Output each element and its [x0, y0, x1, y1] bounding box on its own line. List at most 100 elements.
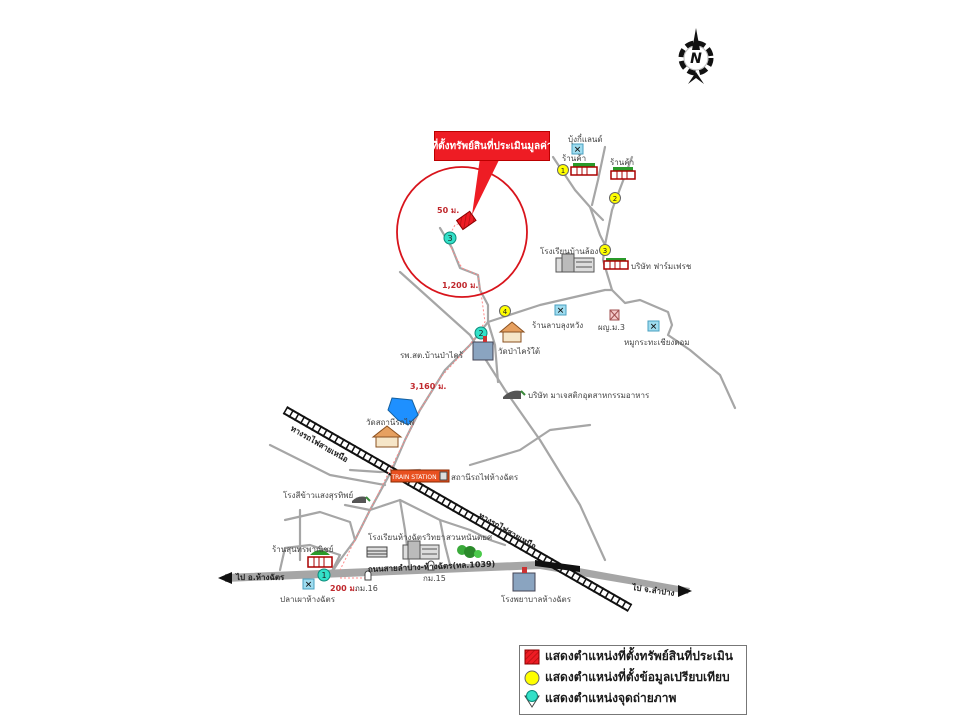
svg-text:✕: ✕	[574, 146, 582, 156]
hospital-icon	[472, 336, 494, 361]
legend-item-photo: แสดงตำแหน่งจุดถ่ายภาพ	[520, 688, 746, 709]
legend-item-comparable: แสดงตำแหน่งที่ตั้งข้อมูลเปรียบเทียบ	[520, 667, 746, 688]
road	[588, 205, 607, 247]
park-icon	[457, 545, 482, 558]
legend-item-property: แสดงตำแหน่งที่ตั้งทรัพย์สินที่ประเมิน	[520, 646, 746, 667]
village-head-icon	[609, 309, 620, 321]
road	[601, 155, 737, 410]
property-marker[interactable]	[455, 210, 477, 231]
label-shop-2: ร้านค้า	[610, 158, 634, 167]
comparable-number: 1	[561, 167, 565, 175]
shop-icon	[603, 258, 629, 270]
label-km16: กม.16	[355, 584, 378, 593]
compass-letter: N	[690, 51, 702, 67]
label-temple-pa-krai: วัดป่าไคร้ใต้	[498, 347, 540, 356]
photo-point-3[interactable]: 3	[443, 231, 457, 245]
property-callout: ที่ตั้งทรัพย์สินที่ประเมินมูลค่า	[431, 131, 553, 161]
comparable-point-3[interactable]: 3	[599, 244, 611, 256]
comparable-point-2[interactable]: 2	[609, 192, 621, 204]
legend-label: แสดงตำแหน่งที่ตั้งข้อมูลเปรียบเทียบ	[545, 670, 730, 684]
shop-icon	[570, 163, 598, 176]
label-hospital: รพ.สต.บ้านป่าไคร้	[400, 351, 464, 360]
restaurant-icon: ✕	[571, 143, 584, 156]
label-hardware-shop: ร้านสุนทรพาณิชย์	[272, 544, 333, 554]
temple-icon	[371, 425, 403, 448]
callout-pointer	[472, 158, 500, 215]
label-hospital-hang-chat: โรงพยาบาลห้างฉัตร	[501, 594, 572, 604]
train-station-sign: TRAIN STATION	[390, 469, 450, 483]
road	[590, 145, 607, 207]
distance-line	[339, 219, 486, 571]
photo-point-number: 1	[321, 571, 326, 580]
road	[486, 288, 614, 324]
property-callout-text: ที่ตั้งทรัพย์สินที่ประเมินมูลค่า	[431, 140, 553, 152]
road	[468, 423, 592, 467]
property-hatch-icon	[524, 649, 540, 664]
distance-label-1200: 1,200 ม.	[442, 281, 478, 290]
svg-text:✕: ✕	[650, 323, 658, 333]
road	[438, 518, 452, 567]
road	[278, 543, 342, 577]
photo-point-icon	[524, 689, 540, 708]
factory-icon	[503, 390, 526, 399]
temple-icon	[498, 321, 526, 343]
label-school-ban-luang: โรงเรียนบ้านล้อง	[540, 246, 598, 256]
road	[283, 510, 357, 542]
restaurant-icon: ✕	[302, 578, 315, 591]
photo-point-number: 2	[478, 329, 483, 338]
legend-label: แสดงตำแหน่งจุดถ่ายภาพ	[545, 691, 677, 705]
comparable-number: 2	[613, 195, 617, 203]
school-icon	[402, 540, 440, 560]
km-marker-icon	[427, 560, 435, 571]
road	[328, 320, 490, 577]
label-bung-kee-land: บุ้งกี๋แลนด์	[568, 133, 603, 144]
label-lab-shop: ร้านลาบลุงหวัง	[532, 321, 583, 330]
road-network	[268, 145, 737, 577]
north-compass-icon: N	[678, 28, 714, 84]
comparable-point-1[interactable]: 1	[557, 164, 569, 176]
shop-icon	[307, 550, 333, 568]
comparable-number: 3	[603, 247, 607, 255]
photo-point-number: 3	[447, 234, 452, 243]
svg-text:✕: ✕	[557, 307, 565, 317]
train-station-sign-text: TRAIN STATION	[390, 474, 436, 481]
label-village-head: ผญ.ม.3	[598, 323, 625, 332]
road	[398, 270, 607, 562]
distance-label-3160: 3,160 ม.	[410, 382, 446, 391]
label-farm-company: บริษัท ฟาร์มเฟรช	[631, 261, 692, 271]
label-food-company: บริษัท มาเจสติกอุตสาหกรรมอาหาร	[528, 391, 650, 400]
pond	[387, 397, 419, 426]
map-legend: แสดงตำแหน่งที่ตั้งทรัพย์สินที่ประเมิน แส…	[519, 645, 747, 715]
road	[268, 443, 387, 487]
photo-point-1[interactable]: 1	[317, 568, 331, 582]
label-mu-kratha: หมูกระทะเชียงดอม	[624, 338, 690, 348]
label-km15: กม.15	[423, 574, 446, 583]
building-icon	[366, 546, 388, 558]
hospital-icon	[512, 567, 536, 592]
yellow-circle-icon	[524, 670, 540, 685]
restaurant-icon: ✕	[647, 320, 660, 333]
label-train-station: สถานีรถไฟห้างฉัตร	[451, 473, 519, 482]
label-fish-restaurant: ปลาเผาห้างฉัตร	[280, 595, 336, 604]
label-to-hang-chat: ไป อ.ห้างฉัตร	[235, 572, 285, 582]
label-temple-station: วัดสถานีรถไฟ	[366, 418, 415, 427]
restaurant-icon: ✕	[554, 304, 567, 317]
shop-icon	[610, 167, 636, 180]
label-rice-mill: โรงสีข้าวแสงสุรทิพย์	[283, 490, 353, 500]
distance-label-200: 200 ม.	[330, 584, 358, 593]
factory-icon	[352, 496, 371, 503]
property-radius-circle	[396, 166, 528, 298]
comparable-number: 4	[503, 308, 508, 316]
label-railway-north: ทางรถไฟสายเหนือ	[477, 510, 538, 551]
legend-label: แสดงตำแหน่งที่ตั้งทรัพย์สินที่ประเมิน	[545, 649, 733, 663]
label-shop-1: ร้านค้า	[562, 154, 586, 163]
railway-bridge	[535, 560, 580, 572]
km-marker-icon	[364, 570, 372, 581]
label-park: สวนหนันตยศ	[446, 533, 492, 542]
label-school-hang-chat: โรงเรียนห้างฉัตรวิทยา	[368, 532, 445, 542]
railway	[282, 406, 633, 612]
comparable-point-4[interactable]: 4	[499, 305, 511, 317]
distance-label-50: 50 ม.	[437, 206, 459, 215]
svg-text:✕: ✕	[305, 581, 313, 591]
